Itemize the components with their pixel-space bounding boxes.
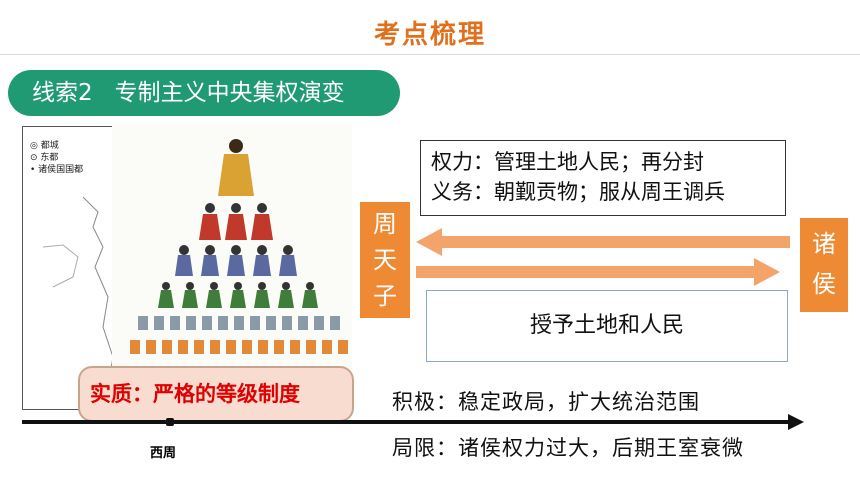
map-legend: ◎ 都城 ⊙ 东都 • 诸侯国国都	[30, 140, 83, 176]
rights-line: 权力：管理土地人民；再分封	[431, 150, 704, 174]
timeline-axis	[22, 420, 790, 424]
king-figure	[218, 139, 254, 196]
limitation-evaluation: 局限：诸侯权力过大，后期王室衰微	[392, 436, 744, 460]
clue-topic: 专制主义中央集权演变	[114, 80, 345, 106]
western-zhou-map	[22, 126, 124, 410]
vassal-row	[199, 203, 273, 240]
clue-number: 线索2	[32, 80, 93, 106]
minister-row	[175, 245, 297, 276]
official-row	[158, 282, 318, 308]
grant-land-box: 授予土地和人民	[426, 290, 788, 362]
timeline-arrowhead	[788, 414, 804, 430]
vassal-lords-tag: 诸 侯	[800, 218, 848, 312]
pyramid-figures	[130, 139, 348, 354]
slave-row	[130, 340, 348, 354]
zhou-king-tag: 周 天 子	[360, 202, 410, 318]
timeline-tick	[166, 418, 174, 426]
arrow-right-shaft	[416, 266, 756, 278]
page-title: 考点梳理	[373, 20, 486, 50]
rights-duties-box: 权力：管理土地人民；再分封 义务：朝觐贡物；服从周王调兵	[420, 140, 786, 216]
legend-vassal-capital: • 诸侯国国都	[30, 165, 84, 175]
clue-banner: 线索2 专制主义中央集权演变	[8, 70, 400, 116]
arrow-left-icon	[416, 228, 442, 256]
arrow-left-shaft	[440, 236, 790, 248]
hierarchy-pyramid-illustration	[112, 124, 352, 368]
commoner-row	[138, 316, 340, 330]
duties-line: 义务：朝觐贡物；服从周王调兵	[431, 180, 725, 204]
positive-evaluation: 积极：稳定政局，扩大统治范围	[392, 390, 700, 414]
timeline-period-label: 西周	[150, 446, 177, 461]
legend-capital: ◎ 都城	[30, 141, 59, 151]
legend-eastern-capital: ⊙ 东都	[30, 153, 59, 163]
essence-summary-box: 实质：严格的等级制度	[78, 366, 354, 422]
map-coastline	[42, 196, 114, 388]
arrow-right-icon	[754, 258, 780, 286]
title-divider	[0, 54, 860, 55]
